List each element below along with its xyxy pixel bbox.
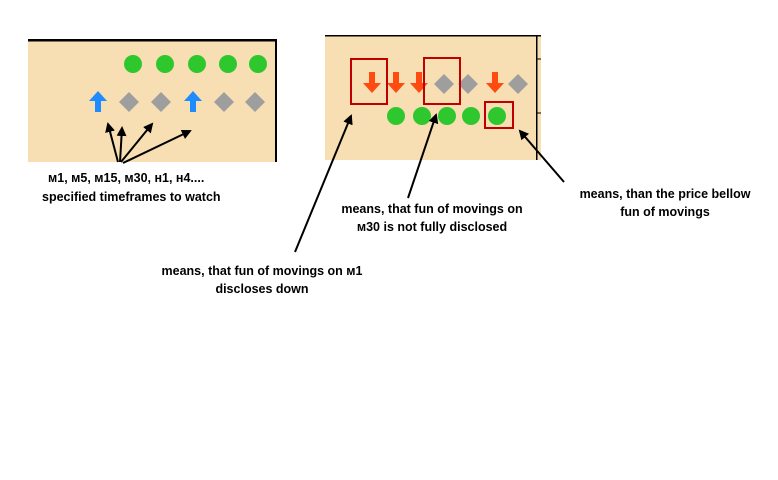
annotation-arrows: [294, 113, 565, 253]
highlight-price-dot: [484, 101, 514, 129]
timeframe-pointer-arrows: [105, 122, 192, 164]
green-dot-icon: [219, 55, 237, 73]
green-dot-icon: [462, 107, 480, 125]
green-dot-icon: [124, 55, 142, 73]
highlight-boxes: [350, 57, 514, 129]
m30-annotation-sub: м30 is not fully disclosed: [357, 220, 507, 234]
price-annotation-sub: fun of movings: [620, 205, 710, 219]
highlight-m30: [423, 57, 461, 105]
m30-annotation: means, that fun of movings on: [341, 202, 522, 216]
right-indicator-panel: [325, 35, 541, 160]
m1-annotation-sub: discloses down: [215, 282, 308, 296]
price-annotation: means, than the price bellow: [580, 187, 751, 201]
green-dot-icon: [387, 107, 405, 125]
green-dot-icon: [413, 107, 431, 125]
timeframes-caption-sub: specified timeframes to watch: [42, 190, 221, 204]
green-dot-icon: [188, 55, 206, 73]
timeframes-caption: м1, м5, м15, м30, н1, н4....: [48, 171, 204, 185]
green-dot-icon: [156, 55, 174, 73]
green-dot-icon: [438, 107, 456, 125]
highlight-m1: [350, 58, 388, 105]
left-indicator-panel: [28, 39, 277, 162]
green-dot-icon: [249, 55, 267, 73]
green-dot-icon: [488, 107, 506, 125]
m1-annotation: means, that fun of movings on м1: [162, 264, 363, 278]
